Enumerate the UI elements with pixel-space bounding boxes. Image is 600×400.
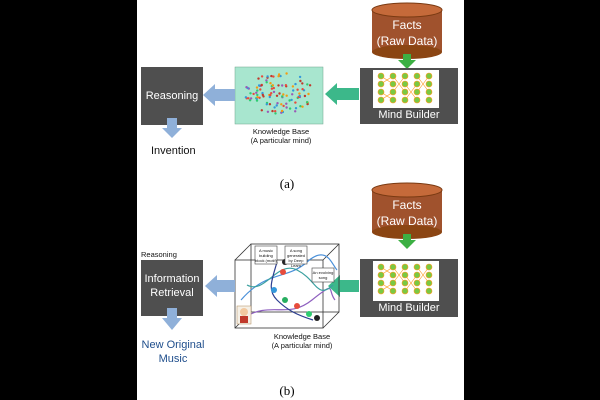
mind-builder-label-b: Mind Builder <box>378 302 440 314</box>
facts-title-a: Facts <box>392 18 422 32</box>
arrow-info-to-music <box>162 308 182 330</box>
arrow-facts-to-builder-b <box>398 234 416 249</box>
music-nodes <box>271 259 320 321</box>
arrow-builder-to-kb-a <box>325 83 359 105</box>
info-retrieval-box <box>141 260 203 316</box>
reasoning-box-a <box>141 67 203 125</box>
facts-database-a <box>371 2 443 59</box>
caption-a: (a) <box>279 176 295 191</box>
kb-caption-a: Knowledge Base (A particular mind) <box>241 127 321 145</box>
facts-label-b: Facts (Raw Data) <box>372 197 442 229</box>
new-music-label: New Original Music <box>137 338 209 366</box>
note-box-3 <box>311 267 335 283</box>
knowledge-cube <box>234 243 340 329</box>
note-1-text: A music building block (motif) <box>255 248 277 263</box>
panel-a-graphics <box>141 2 458 330</box>
reasoning-label-b: Reasoning <box>141 250 177 259</box>
kb-subtitle-b: (A particular mind) <box>271 341 333 350</box>
neural-net-icon-b <box>377 263 433 295</box>
neural-net-icon-a <box>377 72 433 104</box>
facts-database-b <box>371 182 443 239</box>
kb-caption-b: Knowledge Base (A particular mind) <box>257 332 347 350</box>
info-retrieval-label: Information Retrieval <box>141 272 203 300</box>
new-music-subtitle: Music <box>158 353 188 365</box>
note-2-text: A song generated by Deep Learn <box>286 248 305 268</box>
note-3-text: An evolving song <box>312 270 334 280</box>
kb-title-b: Knowledge Base <box>273 332 331 341</box>
new-music-title: New Original <box>141 339 205 351</box>
arrow-facts-to-builder-a <box>398 54 416 69</box>
kb-title-a: Knowledge Base <box>252 127 310 136</box>
arrow-kb-to-reasoning-a <box>203 84 235 106</box>
info-title: Information <box>144 273 200 285</box>
caption-b: (b) <box>279 383 295 398</box>
facts-subtitle-b: (Raw Data) <box>376 214 438 228</box>
info-subtitle: Retrieval <box>150 287 194 299</box>
reasoning-label-a: Reasoning <box>145 90 199 102</box>
diagram-canvas: Facts (Raw Data) Mind Builder Reasoning … <box>137 0 464 400</box>
invention-label: Invention <box>151 145 196 157</box>
facts-label-a: Facts (Raw Data) <box>372 17 442 49</box>
arrow-reasoning-to-invention <box>162 118 182 138</box>
kb-subtitle-a: (A particular mind) <box>250 136 312 145</box>
facts-title-b: Facts <box>392 198 422 212</box>
note-box-1 <box>254 245 278 265</box>
composer-portrait-icon <box>236 305 252 325</box>
facts-subtitle-a: (Raw Data) <box>376 34 438 48</box>
brain-network-icon <box>244 72 312 115</box>
arrow-kb-to-info <box>205 275 235 297</box>
note-box-2 <box>284 245 308 265</box>
arrow-builder-to-kb-b <box>328 275 359 297</box>
mind-builder-label-a: Mind Builder <box>378 109 440 121</box>
